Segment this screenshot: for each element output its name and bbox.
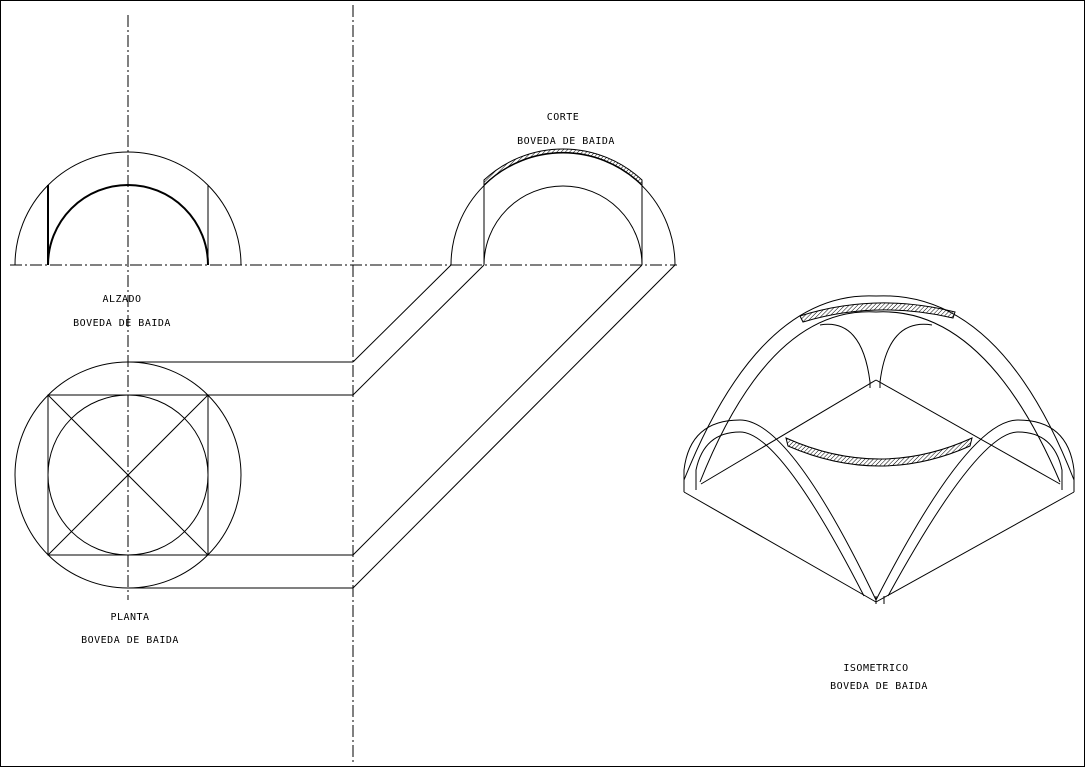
corte-title: CORTE [547,112,580,123]
projection-lines [128,264,676,589]
planta-subtitle: BOVEDA DE BAIDA [81,635,179,646]
labels: ALZADO BOVEDA DE BAIDA CORTE BOVEDA DE B… [73,112,928,692]
alzado-outer-arc [14,151,242,266]
planta-inner-circle [47,394,209,556]
planta-title: PLANTA [110,612,149,623]
corte-inner-arc [483,185,643,266]
alzado-subtitle: BOVEDA DE BAIDA [73,318,171,329]
alzado-elevation [14,151,242,266]
corte-outer-arc [450,152,676,266]
isometrico-title: ISOMETRICO [843,663,908,674]
alzado-inner-arc [47,184,209,266]
isometrico-subtitle: BOVEDA DE BAIDA [830,681,928,692]
corte-section [450,148,676,266]
alzado-title: ALZADO [102,294,141,305]
isometrico-view [683,295,1075,604]
axis-lines [10,5,677,765]
corte-hatched-section [483,148,643,187]
corte-subtitle: BOVEDA DE BAIDA [517,136,615,147]
planta-diagonal-b [47,394,209,556]
